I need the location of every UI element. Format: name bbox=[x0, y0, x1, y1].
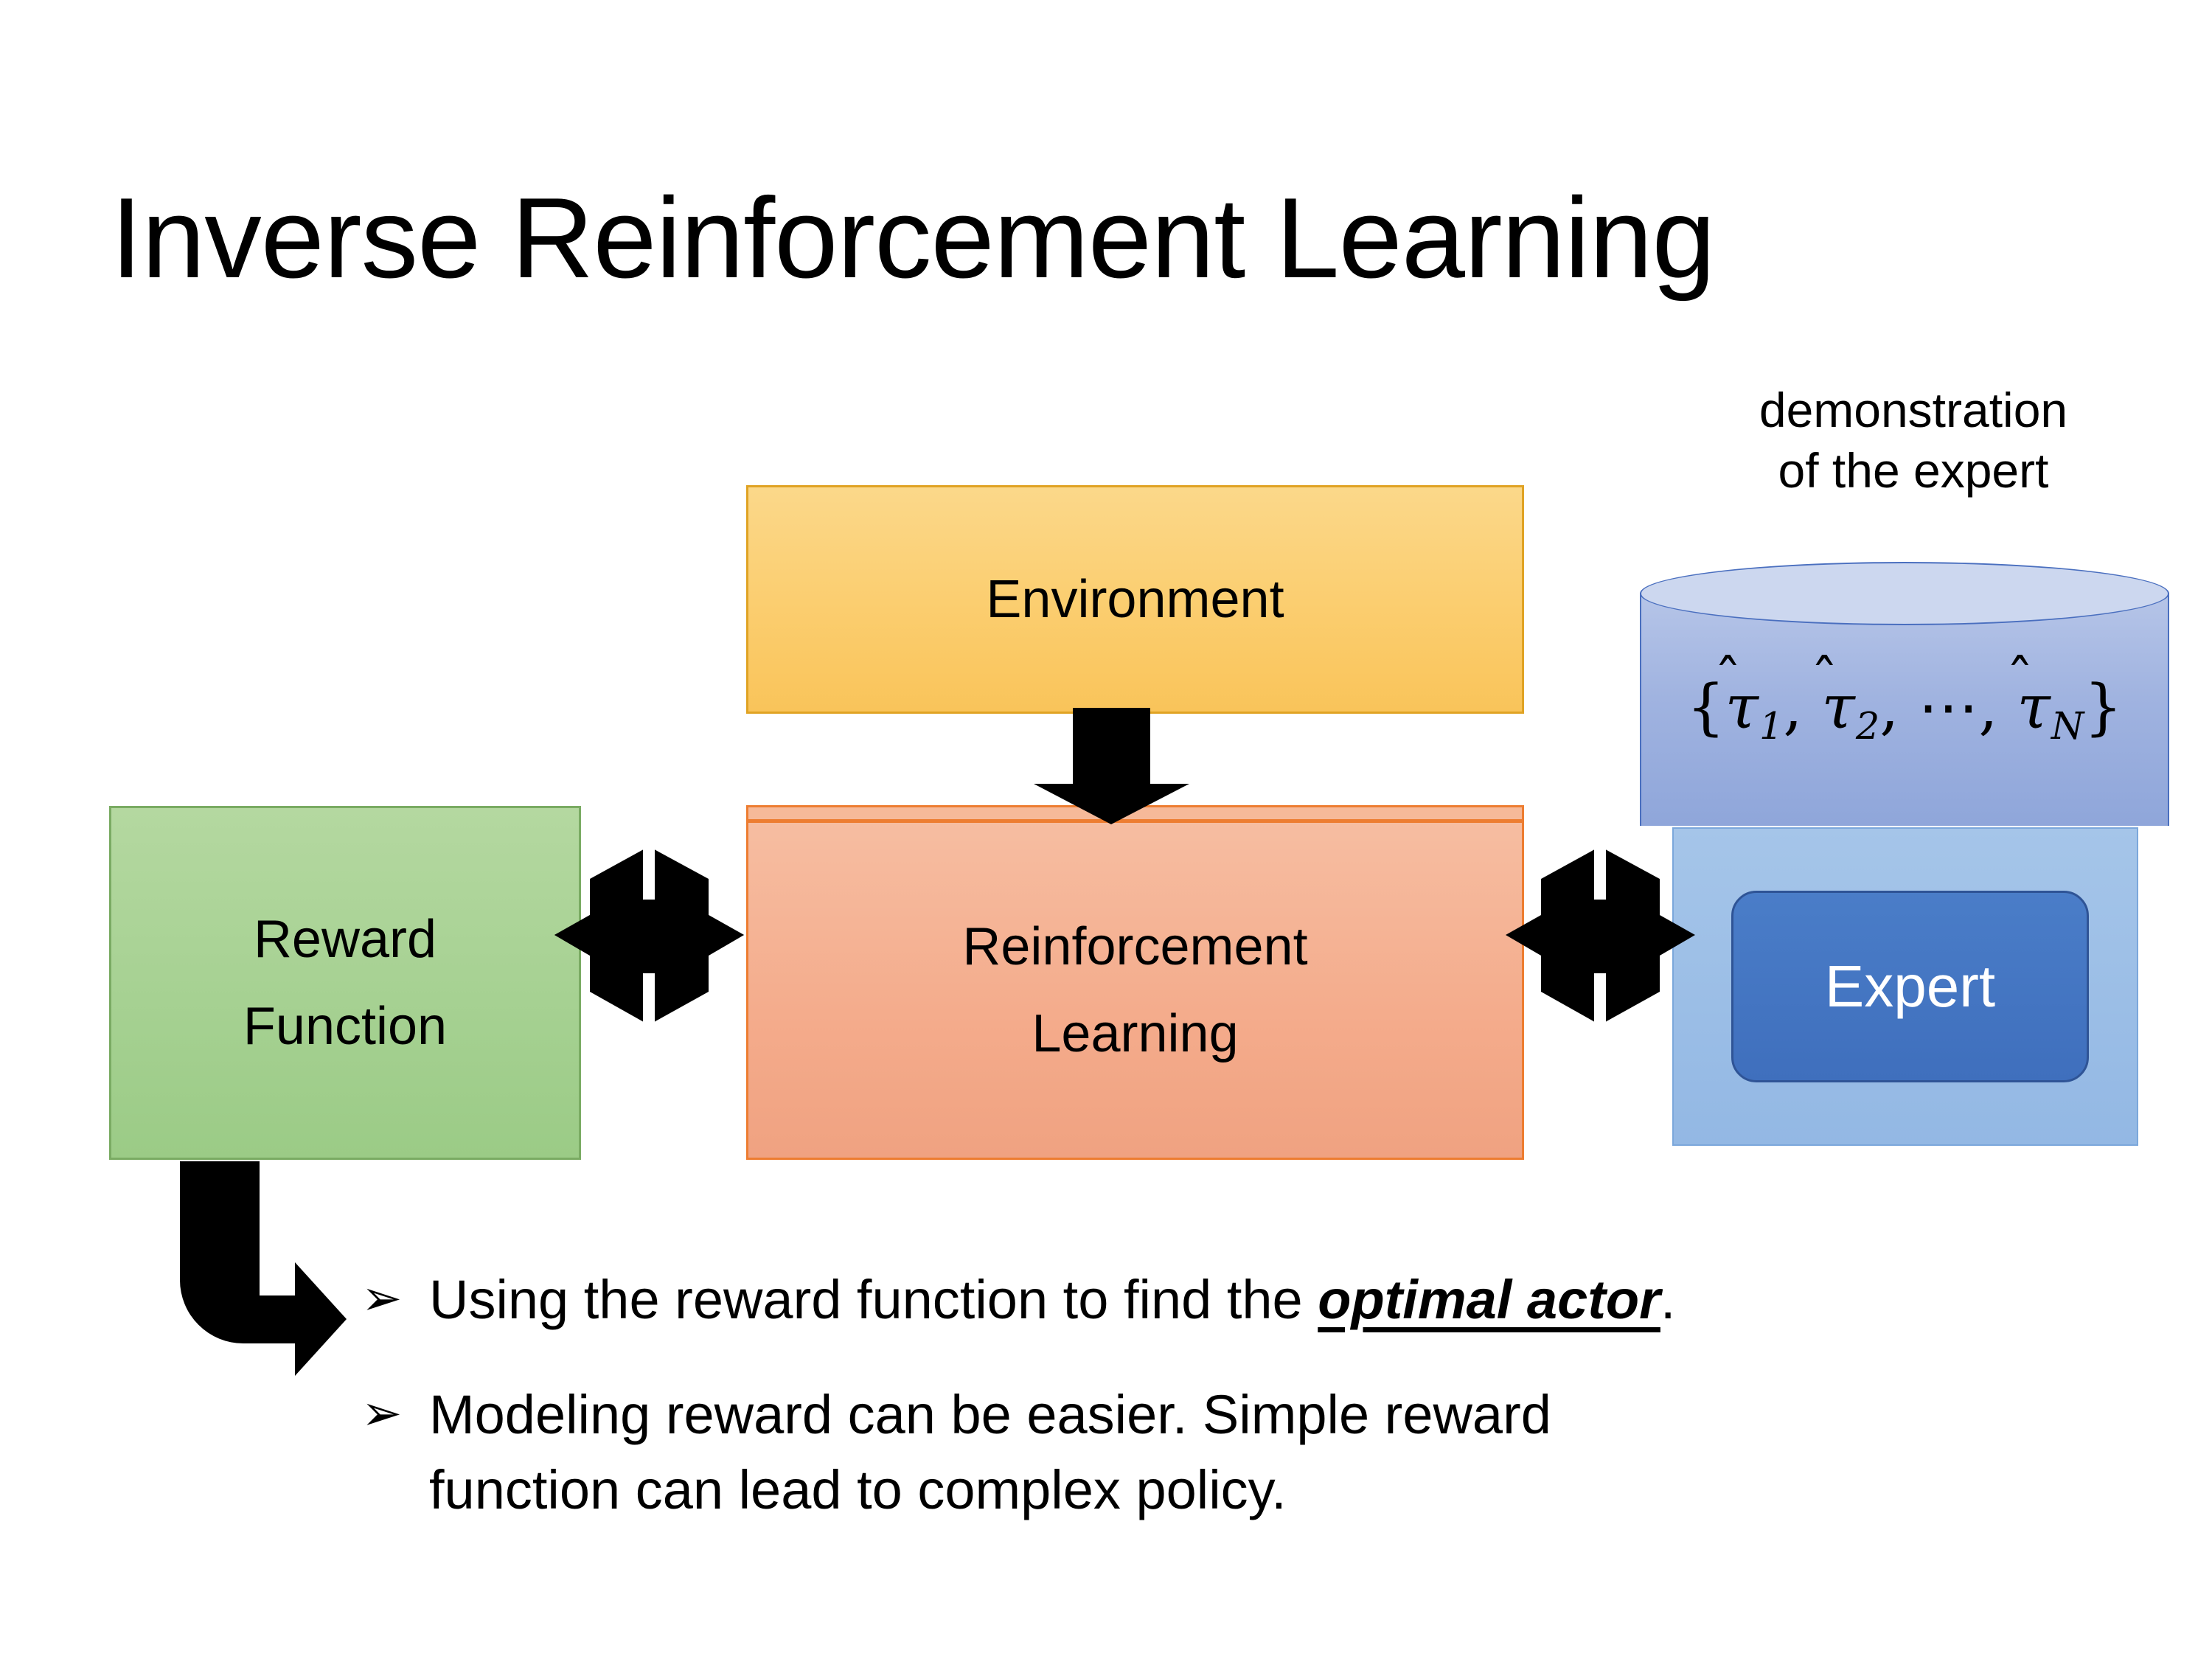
reward-to-bullets-elbow-arrow-icon bbox=[180, 1161, 347, 1376]
bullet-list: ➢ Using the reward function to find the … bbox=[361, 1262, 2079, 1568]
formula-subscript-2: 2 bbox=[1855, 704, 1880, 748]
tau-symbol-1: τ bbox=[1725, 672, 1759, 742]
cylinder-body bbox=[1640, 593, 2169, 826]
reward-function-label: Reward Function bbox=[111, 808, 579, 1158]
rl-box-top-strip bbox=[746, 805, 1524, 821]
formula-ellipsis: ⋯ bbox=[1918, 672, 1979, 742]
bullet-2-line1: Modeling reward can be easier. Simple re… bbox=[429, 1384, 1551, 1445]
formula-subscript-1: 1 bbox=[1759, 704, 1784, 748]
expert-label: Expert bbox=[1824, 953, 1996, 1019]
environment-box[interactable]: Environment bbox=[746, 485, 1524, 714]
list-item: ➢ Using the reward function to find the … bbox=[361, 1262, 2079, 1338]
reward-function-box[interactable]: Reward Function bbox=[109, 806, 581, 1160]
reinforcement-learning-label: Reinforcement Learning bbox=[748, 823, 1522, 1158]
formula-tau-1: ̂τ bbox=[1725, 672, 1759, 742]
demonstration-cylinder[interactable]: {̂τ1, ̂τ2, ⋯, ̂τN} bbox=[1640, 562, 2169, 857]
demonstration-caption-line1: demonstration bbox=[1759, 383, 2068, 437]
list-item: ➢ Modeling reward can be easier. Simple … bbox=[361, 1377, 2079, 1528]
trajectory-set-formula: {̂τ1, ̂τ2, ⋯, ̂τN} bbox=[1640, 672, 2169, 748]
expert-box[interactable]: Expert bbox=[1731, 891, 2089, 1082]
formula-separator-2: , bbox=[1879, 672, 1899, 742]
bullet-marker-icon: ➢ bbox=[361, 1270, 403, 1325]
reward-label-line1: Reward bbox=[253, 910, 437, 969]
bullet-1-emphasis: optimal actor bbox=[1318, 1269, 1660, 1330]
bullet-text-2: Modeling reward can be easier. Simple re… bbox=[429, 1377, 1551, 1528]
rl-label-line1: Reinforcement bbox=[962, 917, 1308, 976]
formula-tau-2: ̂τ bbox=[1821, 672, 1854, 742]
formula-separator-1: , bbox=[1783, 672, 1803, 742]
cylinder-top-ellipse bbox=[1640, 562, 2169, 625]
demonstration-caption-line2: of the expert bbox=[1778, 443, 2049, 498]
tau-symbol-2: τ bbox=[1821, 672, 1855, 742]
bullet-marker-icon: ➢ bbox=[361, 1385, 403, 1440]
formula-separator-3: , bbox=[1978, 672, 1998, 742]
rl-label-line2: Learning bbox=[1032, 1004, 1239, 1063]
bullet-2-line2: function can lead to complex policy. bbox=[429, 1459, 1287, 1520]
reinforcement-learning-box[interactable]: Reinforcement Learning bbox=[746, 821, 1524, 1160]
page-title: Inverse Reinforcement Learning bbox=[111, 174, 1716, 302]
bullet-text-1: Using the reward function to find the op… bbox=[429, 1262, 1675, 1338]
formula-tau-n: ̂τ bbox=[2017, 672, 2051, 742]
reward-to-rl-double-arrow-icon bbox=[554, 846, 744, 1026]
bullet-1-text-after: . bbox=[1660, 1269, 1676, 1330]
formula-close-brace: } bbox=[2084, 672, 2123, 742]
demonstration-caption: demonstration of the expert bbox=[1622, 380, 2205, 501]
formula-subscript-n: N bbox=[2051, 704, 2084, 748]
tau-symbol-n: τ bbox=[2017, 672, 2051, 742]
reward-label-line2: Function bbox=[243, 997, 448, 1056]
rl-to-expert-double-arrow-icon bbox=[1506, 846, 1695, 1026]
formula-open-brace: { bbox=[1686, 672, 1725, 742]
bullet-1-text-before: Using the reward function to find the bbox=[429, 1269, 1318, 1330]
environment-label: Environment bbox=[986, 570, 1284, 629]
